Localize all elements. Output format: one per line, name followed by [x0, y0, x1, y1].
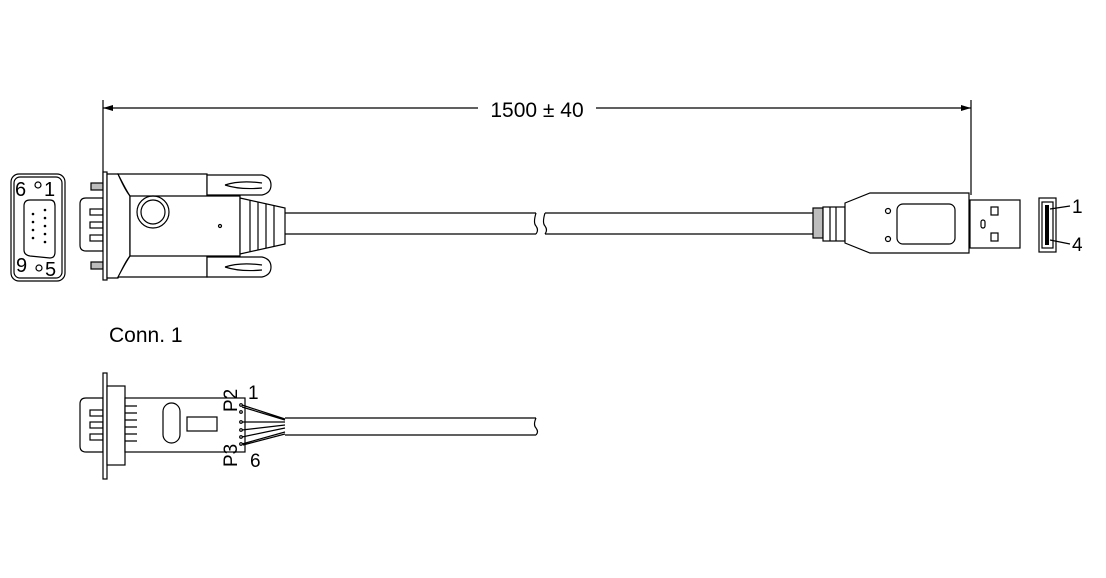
- pin-label: 9: [16, 255, 27, 277]
- pin-label: 1: [1072, 197, 1083, 218]
- db9-face-view: 6 1 9 5: [10, 173, 66, 282]
- usb-a-connector: [812, 192, 1021, 254]
- conn-title: Conn. 1: [109, 324, 183, 347]
- pin-label: 4: [1072, 235, 1083, 256]
- pin-label: 5: [45, 259, 56, 281]
- db9-connector: [79, 171, 286, 281]
- p2-label: P2: [221, 389, 242, 412]
- dimension-label: 1500 ± 40: [490, 99, 583, 122]
- pin-label: 6: [15, 179, 26, 201]
- pin-label: 1: [248, 383, 259, 404]
- conn1-internal-view: P2 P3 1 6: [79, 372, 539, 480]
- dimension-line: 1500 ± 40: [102, 99, 972, 195]
- pin-label: 6: [250, 451, 261, 472]
- p3-label: P3: [221, 444, 242, 467]
- cable: [285, 212, 815, 235]
- pin-label: 1: [44, 179, 55, 201]
- usb-face-view: 1 4: [1038, 197, 1083, 256]
